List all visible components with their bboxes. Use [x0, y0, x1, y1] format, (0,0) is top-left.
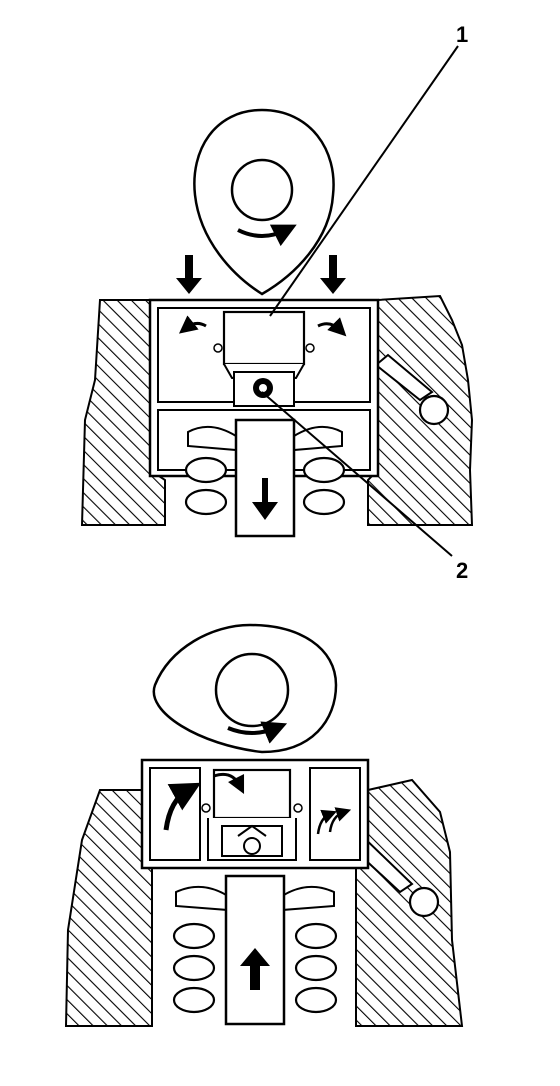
oil-passage-top	[374, 353, 434, 402]
valve-spring-bottom	[172, 874, 338, 1026]
down-arrow-right-top	[320, 255, 346, 294]
camshaft-lobe-top	[193, 108, 335, 296]
check-ball-bottom	[243, 837, 261, 855]
callout-line-2	[261, 391, 453, 557]
cylinder-head-left-bottom	[64, 789, 153, 1027]
callout-1-label: 1	[456, 22, 468, 47]
callout-2-label: 2	[456, 558, 468, 583]
bottom-view	[64, 623, 464, 1027]
valve-spring-top	[184, 418, 346, 538]
camshaft-lobe-bottom	[152, 623, 338, 754]
top-view: 1 2	[80, 22, 474, 583]
callout-line-1	[269, 45, 459, 317]
oil-passage-end-top	[418, 394, 450, 426]
down-arrow-left-top	[176, 255, 202, 294]
lifter-body-bottom	[140, 758, 370, 870]
oil-passage-end-bottom	[408, 886, 440, 918]
